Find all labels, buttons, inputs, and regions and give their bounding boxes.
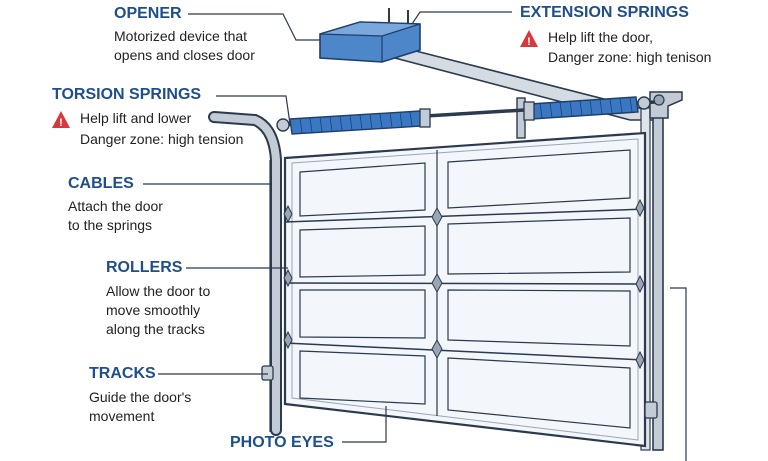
photo-eye-left	[261, 365, 274, 381]
tracks-desc-1: Guide the door's	[89, 389, 192, 405]
opener-desc-2: opens and closes door	[114, 47, 255, 63]
torsion-springs-title: TORSION SPRINGS	[52, 86, 202, 103]
rollers-desc-3: along the tracks	[106, 321, 205, 337]
photo-eyes-title: PHOTO EYES	[230, 434, 334, 451]
rollers-desc-1: Allow the door to	[106, 283, 211, 299]
warning-triangle-icon: !	[520, 30, 538, 48]
opener-title: OPENER	[114, 5, 182, 22]
rollers-desc-2: move smoothly	[106, 302, 201, 318]
cables-title: CABLES	[68, 175, 134, 192]
extension-springs-desc-2: Danger zone: high tenison	[548, 49, 712, 65]
torsion-springs-desc-1: Help lift and lower	[80, 110, 192, 126]
warning-triangle-icon: !	[52, 111, 70, 129]
leader-lines	[143, 11, 687, 461]
tracks-title: TRACKS	[89, 365, 156, 382]
extension-springs-desc-1: Help lift the door,	[548, 29, 654, 45]
torsion-springs-desc-2: Danger zone: high tension	[80, 131, 244, 147]
left-track	[208, 111, 282, 436]
opener-unit	[319, 8, 421, 63]
opener-desc-1: Motorized device that	[114, 28, 248, 44]
cables-desc-2: to the springs	[68, 217, 153, 233]
extension-springs-title: EXTENSION SPRINGS	[520, 4, 689, 21]
rollers-title: ROLLERS	[106, 259, 183, 276]
garage-door	[283, 131, 647, 448]
photo-eye-right	[644, 401, 658, 419]
label-opener: OPENER	[114, 5, 182, 23]
svg-text:!: !	[527, 36, 531, 48]
tracks-desc-2: movement	[89, 408, 155, 424]
cables-desc-1: Attach the door	[68, 198, 163, 214]
svg-text:!: !	[59, 117, 63, 129]
right-track	[640, 91, 683, 451]
torsion-spring-assembly	[276, 96, 656, 135]
